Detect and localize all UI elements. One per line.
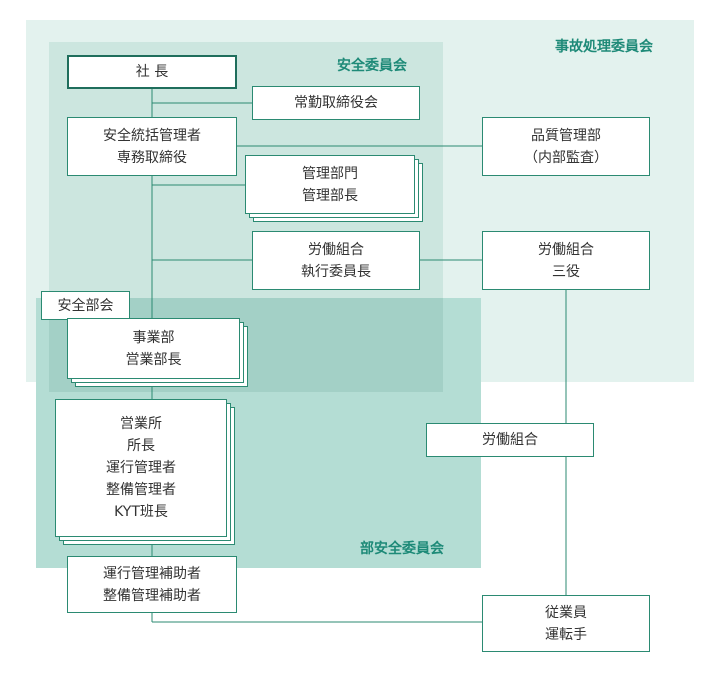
business-dept-box: 事業部 営業部長 xyxy=(67,318,240,379)
union-box: 労働組合 xyxy=(426,423,594,457)
general-manager-line1: 安全統括管理者 xyxy=(103,127,201,144)
business-dept-line2: 営業部長 xyxy=(125,351,182,368)
safety-dept-tag: 安全部会 xyxy=(41,291,130,320)
employees-box: 従業員 運転手 xyxy=(482,595,650,652)
business-dept-line1: 事業部 xyxy=(132,329,175,346)
union-exec-line1: 労働組合 xyxy=(308,241,364,258)
union-officers-box: 労働組合 三役 xyxy=(482,231,650,290)
office-line2: 所長 xyxy=(127,438,155,454)
president-label: 社 長 xyxy=(135,64,169,80)
dept-safety-committee-label: 部安全委員会 xyxy=(360,541,444,557)
office-line4: 整備管理者 xyxy=(106,482,176,498)
managing-directors-box: 常勤取締役会 xyxy=(252,86,420,120)
admin-dept-line1: 管理部門 xyxy=(302,165,358,182)
union-label: 労働組合 xyxy=(482,432,538,448)
admin-dept-box: 管理部門 管理部長 xyxy=(245,155,415,214)
union-officers-line2: 三役 xyxy=(552,263,580,280)
general-manager-box: 安全統括管理者 専務取締役 xyxy=(67,117,237,176)
office-line3: 運行管理者 xyxy=(106,460,176,476)
union-exec-line2: 執行委員長 xyxy=(301,263,371,280)
admin-dept-line2: 管理部長 xyxy=(302,187,358,204)
accident-committee-label: 事故処理委員会 xyxy=(555,39,653,55)
assistants-line2: 整備管理補助者 xyxy=(103,587,201,604)
safety-committee-label: 安全委員会 xyxy=(337,58,407,74)
managing-directors-label: 常勤取締役会 xyxy=(294,95,378,111)
assistants-line1: 運行管理補助者 xyxy=(103,565,201,582)
assistants-box: 運行管理補助者 整備管理補助者 xyxy=(67,556,237,613)
quality-dept-line2: （内部監査） xyxy=(524,149,608,166)
quality-dept-box: 品質管理部 （内部監査） xyxy=(482,117,650,176)
office-line1: 営業所 xyxy=(120,416,162,432)
union-exec-box: 労働組合 執行委員長 xyxy=(252,231,420,290)
safety-dept-label: 安全部会 xyxy=(57,297,114,314)
office-line5: KYT班長 xyxy=(114,504,168,520)
quality-dept-line1: 品質管理部 xyxy=(531,127,601,144)
general-manager-line2: 専務取締役 xyxy=(117,149,187,166)
office-box: 営業所 所長 運行管理者 整備管理者 KYT班長 xyxy=(55,399,227,537)
employees-line2: 運転手 xyxy=(545,626,587,643)
union-officers-line1: 労働組合 xyxy=(538,241,594,258)
president-box: 社 長 xyxy=(67,55,237,89)
employees-line1: 従業員 xyxy=(545,604,587,621)
